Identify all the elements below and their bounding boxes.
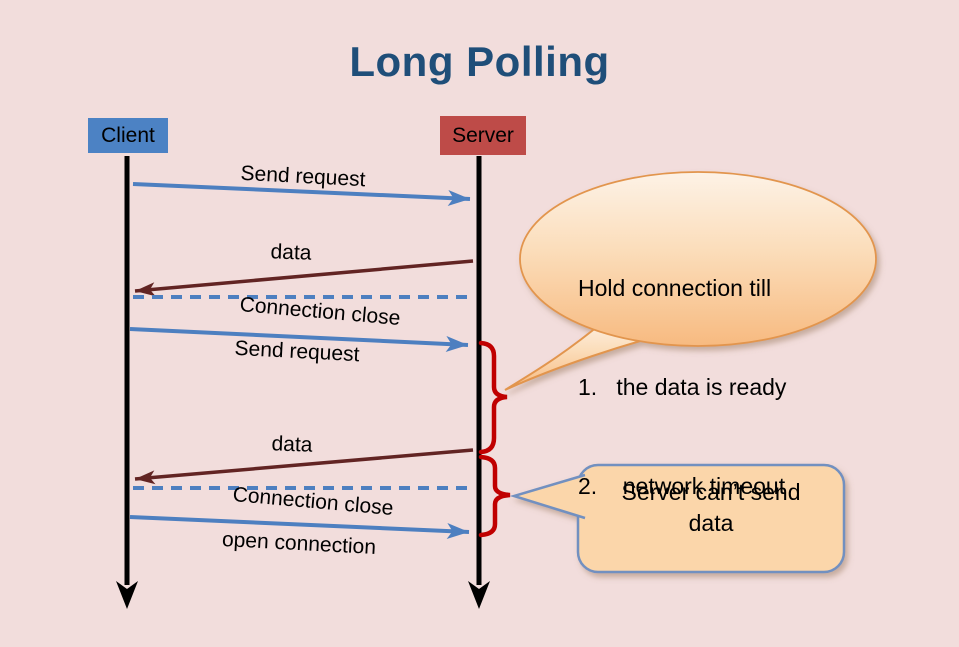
callout-hold-connection-text: Hold connection till 1. the data is read…: [578, 206, 786, 569]
arrow-data-1: [134, 259, 474, 297]
callout-hold-connection-shape: [504, 171, 877, 391]
callout-cant-send-shape: [509, 463, 846, 574]
callout-cant-send-bubble: [576, 463, 846, 574]
callout-cant-send-line-1: Server can’t send: [621, 479, 801, 505]
callout-hold-line-3: 2. network timeout: [578, 473, 786, 499]
diagram-title: Long Polling: [349, 38, 610, 85]
server-lifeline-arrowhead: [468, 581, 490, 609]
arrow-send-request-2: [129, 327, 469, 352]
arrow-send-request-1: [132, 182, 471, 207]
label-data-2: data: [271, 432, 313, 457]
label-data-1: data: [270, 240, 312, 265]
brace-cant-send-interval: [478, 454, 511, 538]
server-lifeline: [468, 156, 490, 609]
callout-hold-line-2: 1. the data is ready: [578, 374, 787, 400]
callout-cant-send-tail-fill: [514, 475, 585, 518]
callout-cant-send-tail-outline: [509, 473, 586, 520]
callout-hold-connection-bubble: [519, 171, 877, 347]
arrow-open-connection: [129, 515, 470, 540]
callout-cant-send-text: Server can’t send data: [578, 477, 844, 539]
actor-client-box: Client: [88, 118, 168, 153]
callout-hold-line-1: Hold connection till: [578, 275, 772, 301]
actor-server-box: Server: [440, 116, 526, 155]
brace-hold-interval: [478, 340, 508, 455]
client-lifeline: [116, 156, 138, 609]
client-lifeline-arrowhead: [116, 581, 138, 609]
actor-client-label: Client: [101, 123, 155, 147]
actor-server-label: Server: [452, 123, 514, 147]
callout-cant-send-line-2: data: [688, 510, 734, 536]
arrow-data-2: [134, 448, 474, 485]
